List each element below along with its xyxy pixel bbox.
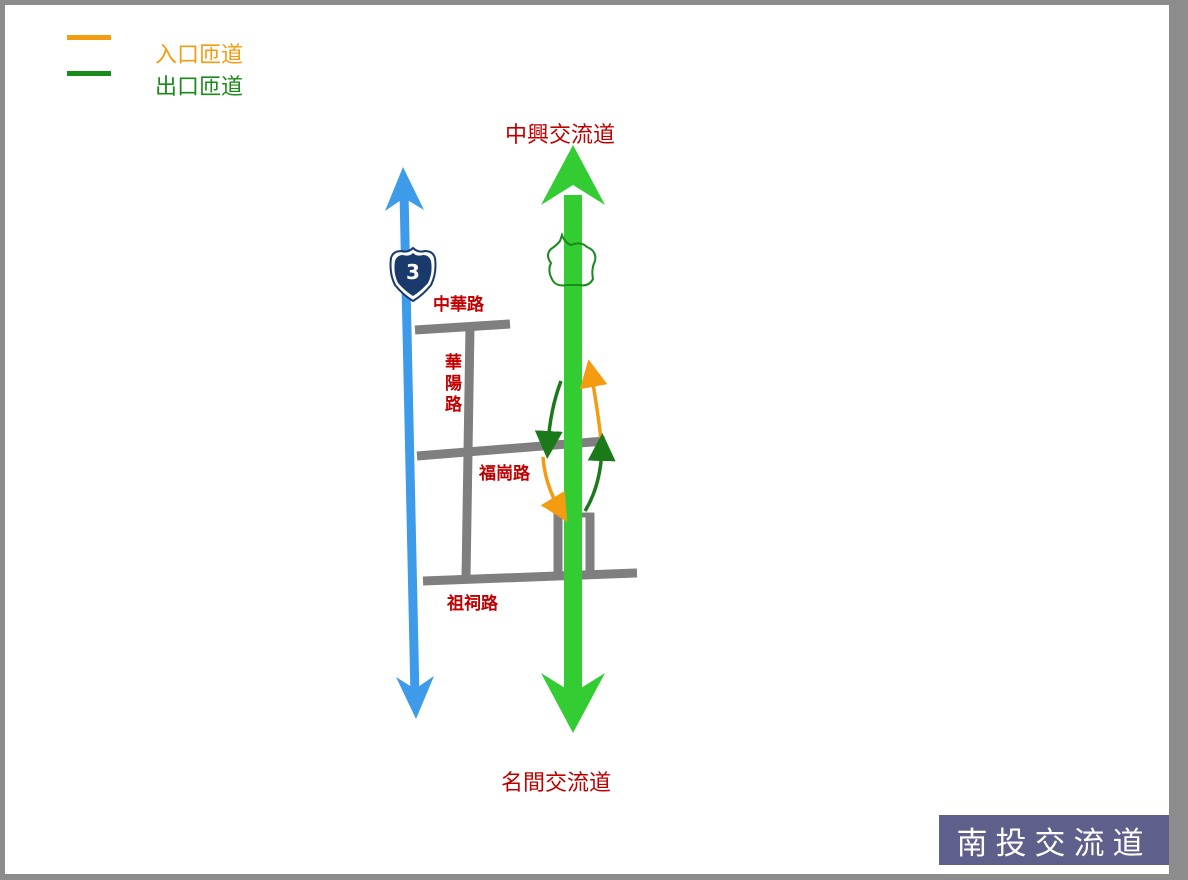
map-frame: 入口匝道 出口匝道 中興交流道 名間交流道: [5, 5, 1169, 874]
legend-exit-line: [67, 71, 111, 76]
green-north-arrowhead: [541, 145, 605, 205]
label-zuci-road: 祖祠路: [447, 594, 498, 614]
ramps: [534, 359, 616, 523]
freeway-3-north-arrowhead: [385, 167, 424, 211]
legend-exit-label: 出口匝道: [155, 75, 244, 100]
north-interchange-label: 中興交流道: [505, 123, 616, 148]
road-zuci: [422, 568, 638, 586]
road-zhonghua: [414, 319, 511, 335]
interchange-diagram: 3: [385, 145, 638, 733]
freeway-3-south-arrowhead: [396, 676, 434, 719]
exit-ramp-south: [583, 433, 616, 512]
south-interchange-label: 名間交流道: [501, 771, 612, 796]
label-fugang-road: 福崗路: [479, 464, 530, 484]
legend-entrance-line: [67, 35, 111, 40]
legend-entrance-label: 入口匝道: [155, 43, 244, 68]
provincial-highway: [541, 145, 605, 733]
label-huayang-road: 華陽路: [441, 353, 461, 416]
entrance-ramp-south: [540, 456, 568, 523]
label-zhonghua-road: 中華路: [433, 295, 484, 315]
local-roads: [414, 319, 638, 586]
green-south-arrowhead: [541, 673, 605, 733]
shield-number: 3: [406, 260, 420, 284]
exit-ramp-north: [534, 380, 563, 459]
provincial-route-shield-icon: [547, 232, 597, 287]
interchange-name-badge: 南投交流道: [939, 815, 1169, 865]
entrance-ramp-north: [579, 359, 608, 440]
freeway-3-shield-icon: 3: [389, 246, 437, 303]
